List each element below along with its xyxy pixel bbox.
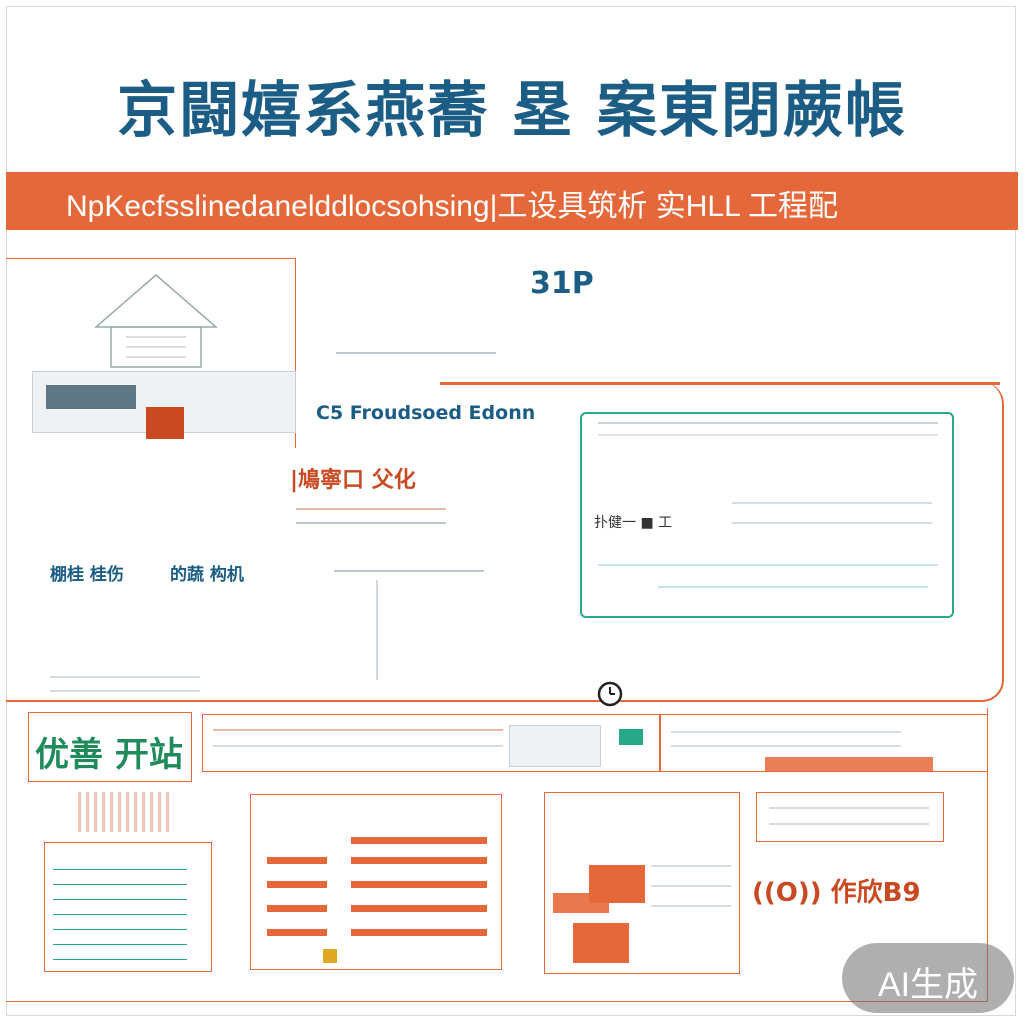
detail-line — [671, 745, 901, 747]
bottom-row-box-1 — [202, 714, 660, 772]
left-label-b: 的蔬 构机 — [170, 565, 244, 585]
detail-line — [50, 690, 200, 692]
detail-line — [732, 522, 932, 524]
detail-line — [296, 508, 446, 510]
block — [573, 923, 629, 963]
detail-line — [651, 865, 731, 867]
task-bar — [267, 905, 327, 912]
building-card — [6, 258, 296, 448]
task-bar — [267, 857, 327, 864]
task-bar — [267, 881, 327, 888]
fence-illustration — [78, 792, 174, 832]
task-bar — [351, 837, 487, 844]
detail-line — [213, 745, 503, 747]
header-banner: NpKecfsslinedanelddlocsohsing|工设具筑析 实HLL… — [6, 172, 1018, 230]
connector-line — [336, 352, 496, 354]
inner-box-label: 扑健一 ■ 工 — [594, 515, 673, 531]
bottom-row-box-2 — [660, 714, 988, 772]
detail-line — [334, 570, 484, 572]
detail-line — [658, 586, 928, 588]
notebook-card — [44, 842, 212, 972]
inner-detail-box: 扑健一 ■ 工 — [580, 412, 954, 618]
notes-card — [756, 792, 944, 842]
detail-line — [598, 434, 938, 436]
detail-line — [213, 729, 503, 731]
roof-illustration — [765, 757, 933, 771]
task-bar — [267, 929, 327, 936]
page-frame — [6, 6, 1016, 1016]
ai-generated-text: AI生成 — [877, 966, 979, 1004]
task-bar — [351, 857, 487, 864]
center-code: 31P — [530, 266, 594, 301]
task-bar — [351, 905, 487, 912]
detail-line — [769, 823, 929, 825]
bottom-green-label: 优善 开站 — [35, 735, 183, 775]
detail-line — [296, 522, 446, 524]
block — [553, 893, 609, 913]
green-title-card: 优善 开站 — [28, 712, 192, 782]
detail-line — [651, 905, 731, 907]
bottom-section — [6, 708, 988, 1002]
detail-line — [598, 564, 938, 566]
detail-line — [769, 807, 929, 809]
task-bar — [351, 881, 487, 888]
clock-icon — [597, 681, 623, 707]
detail-line — [598, 422, 938, 424]
detail-line — [651, 885, 731, 887]
highlight-square — [323, 949, 337, 963]
center-label: C5 Froudsoed Edonn — [316, 402, 536, 424]
left-label-a: 棚桂 桂伤 — [50, 565, 124, 585]
ai-generated-badge: AI生成 — [842, 943, 1014, 1013]
task-list-card — [250, 794, 502, 970]
mid-red-label: |鳩寧口 父化 — [290, 468, 416, 493]
stack-card — [544, 792, 740, 974]
task-bar — [351, 929, 487, 936]
detail-line — [671, 731, 901, 733]
vertical-connector — [376, 580, 378, 680]
detail-line — [732, 502, 932, 504]
page-title: 京闘嬉系燕蕎 塁 案東閉蕨帳 — [117, 76, 907, 146]
bottom-right-label: ((O)) 作欣B9 — [752, 878, 921, 908]
main-process-box — [6, 382, 1004, 702]
building-illustration — [93, 274, 219, 368]
connector-line — [440, 382, 1000, 385]
banner-text: NpKecfsslinedanelddlocsohsing|工设具筑析 实HLL… — [66, 190, 838, 223]
detail-line — [50, 676, 200, 678]
